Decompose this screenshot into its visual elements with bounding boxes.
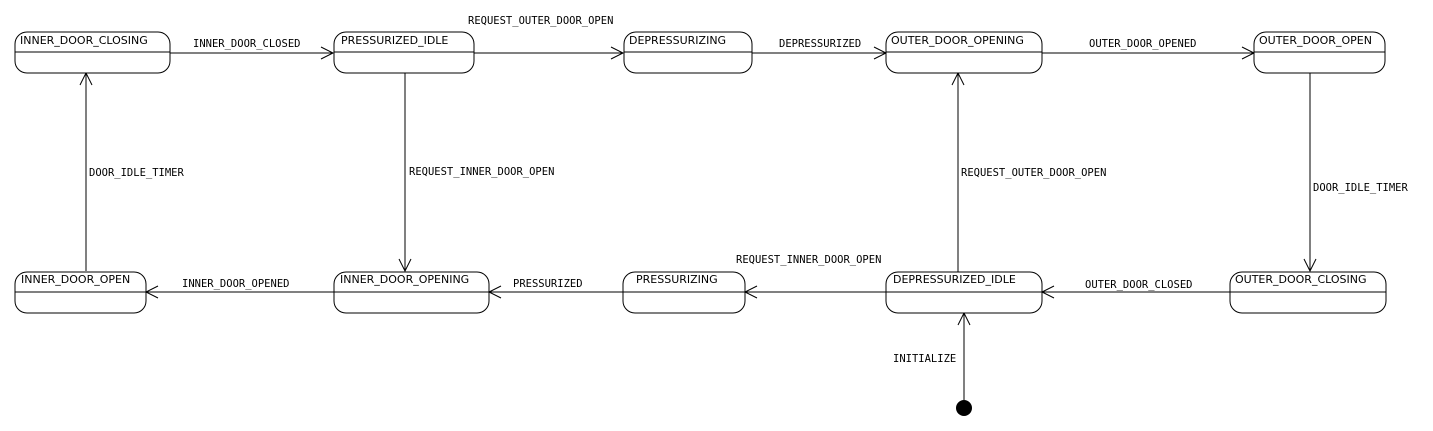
state-label: PRESSURIZED_IDLE xyxy=(341,34,448,47)
state-label: INNER_DOOR_OPENING xyxy=(340,273,469,286)
state-outer-door-opening[interactable]: OUTER_DOOR_OPENING xyxy=(885,31,1043,74)
state-label: PRESSURIZING xyxy=(636,273,718,286)
label-request-inner-door-open-vertical: REQUEST_INNER_DOOR_OPEN xyxy=(409,166,554,178)
state-label: INNER_DOOR_OPEN xyxy=(21,273,130,286)
state-depressurized-idle[interactable]: DEPRESSURIZED_IDLE xyxy=(885,271,1043,314)
state-label: OUTER_DOOR_OPENING xyxy=(891,34,1024,47)
label-request-inner-door-open-bottom: REQUEST_INNER_DOOR_OPEN xyxy=(736,254,881,266)
state-outer-door-open[interactable]: OUTER_DOOR_OPEN xyxy=(1253,31,1386,74)
label-pressurized: PRESSURIZED xyxy=(513,278,583,290)
label-door-idle-timer-left: DOOR_IDLE_TIMER xyxy=(89,167,185,179)
label-outer-door-opened: OUTER_DOOR_OPENED xyxy=(1089,38,1196,50)
label-depressurized: DEPRESSURIZED xyxy=(779,38,861,50)
label-initialize: INITIALIZE xyxy=(893,353,956,365)
state-pressurizing[interactable]: PRESSURIZING xyxy=(622,271,746,314)
label-inner-door-closed: INNER_DOOR_CLOSED xyxy=(193,38,300,50)
transition-request-inner-door-open-bottom xyxy=(743,285,886,299)
state-label: OUTER_DOOR_OPEN xyxy=(1259,34,1372,47)
state-label: OUTER_DOOR_CLOSING xyxy=(1235,273,1367,286)
label-inner-door-opened: INNER_DOOR_OPENED xyxy=(182,278,289,290)
label-outer-door-closed: OUTER_DOOR_CLOSED xyxy=(1085,279,1192,291)
state-label: DEPRESSURIZING xyxy=(629,34,726,47)
state-pressurized-idle[interactable]: PRESSURIZED_IDLE xyxy=(333,31,475,74)
initial-state-dot xyxy=(956,400,972,416)
transition-inner-door-closed xyxy=(170,46,335,60)
state-inner-door-open[interactable]: INNER_DOOR_OPEN xyxy=(14,271,147,314)
state-inner-door-closing[interactable]: INNER_DOOR_CLOSING xyxy=(14,31,171,74)
transition-initialize xyxy=(957,311,971,400)
state-label: DEPRESSURIZED_IDLE xyxy=(893,273,1016,286)
transitions xyxy=(79,46,1317,400)
label-request-outer-door-open-vertical: REQUEST_OUTER_DOOR_OPEN xyxy=(961,167,1106,179)
label-door-idle-timer-right: DOOR_IDLE_TIMER xyxy=(1313,182,1409,194)
state-depressurizing[interactable]: DEPRESSURIZING xyxy=(623,31,753,74)
transition-labels: INNER_DOOR_CLOSED REQUEST_OUTER_DOOR_OPE… xyxy=(89,15,1409,365)
state-label: INNER_DOOR_CLOSING xyxy=(20,34,148,47)
transition-request-outer-door-open-top xyxy=(474,46,625,60)
transition-door-idle-timer-right xyxy=(1303,73,1317,273)
label-request-outer-door-open-top: REQUEST_OUTER_DOOR_OPEN xyxy=(468,15,613,27)
state-inner-door-opening[interactable]: INNER_DOOR_OPENING xyxy=(333,271,490,314)
transition-request-inner-door-open-vertical xyxy=(398,73,412,273)
state-outer-door-closing[interactable]: OUTER_DOOR_CLOSING xyxy=(1229,271,1387,314)
